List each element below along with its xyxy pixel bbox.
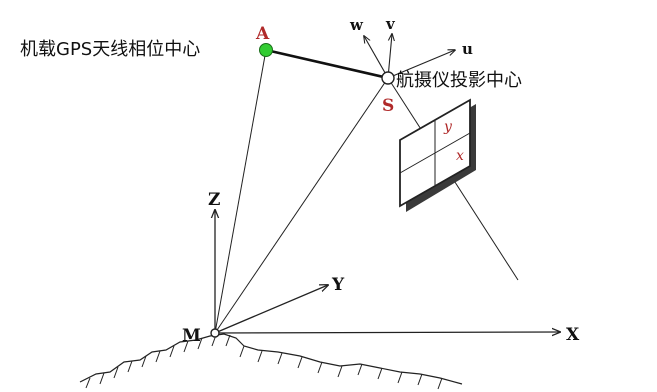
axis-v-label: v <box>385 15 396 33</box>
gps-antenna-label: 机载GPS天线相位中心 <box>20 39 200 60</box>
point-s-label: S <box>382 96 394 116</box>
axis-u-label: u <box>462 40 473 58</box>
axis-x-line <box>214 332 560 333</box>
axis-u-line <box>387 50 455 79</box>
ray-m-s <box>214 77 389 334</box>
image-plane <box>399 98 476 212</box>
terrain-hatch <box>85 334 443 390</box>
lever-arm-a-s <box>265 48 389 80</box>
axis-w-line <box>364 36 389 79</box>
point-a-label: A <box>255 24 270 44</box>
gps-antenna-point <box>259 43 273 57</box>
image-y-label: y <box>443 119 453 135</box>
axis-w-label: w <box>349 16 364 34</box>
axis-y-line <box>214 285 328 334</box>
ray-m-a <box>214 49 267 334</box>
terrain-line <box>79 333 463 385</box>
point-m-label: M <box>182 326 201 346</box>
axis-z-label: Z <box>208 190 220 210</box>
axis-v-line <box>387 34 392 79</box>
ground-point-m <box>210 328 220 338</box>
projection-center-point <box>381 71 395 85</box>
axis-y-label: Y <box>331 275 345 295</box>
axis-x-label: X <box>566 325 580 345</box>
projection-center-label: 航摄仪投影中心 <box>396 70 522 91</box>
image-x-label: x <box>456 148 464 164</box>
